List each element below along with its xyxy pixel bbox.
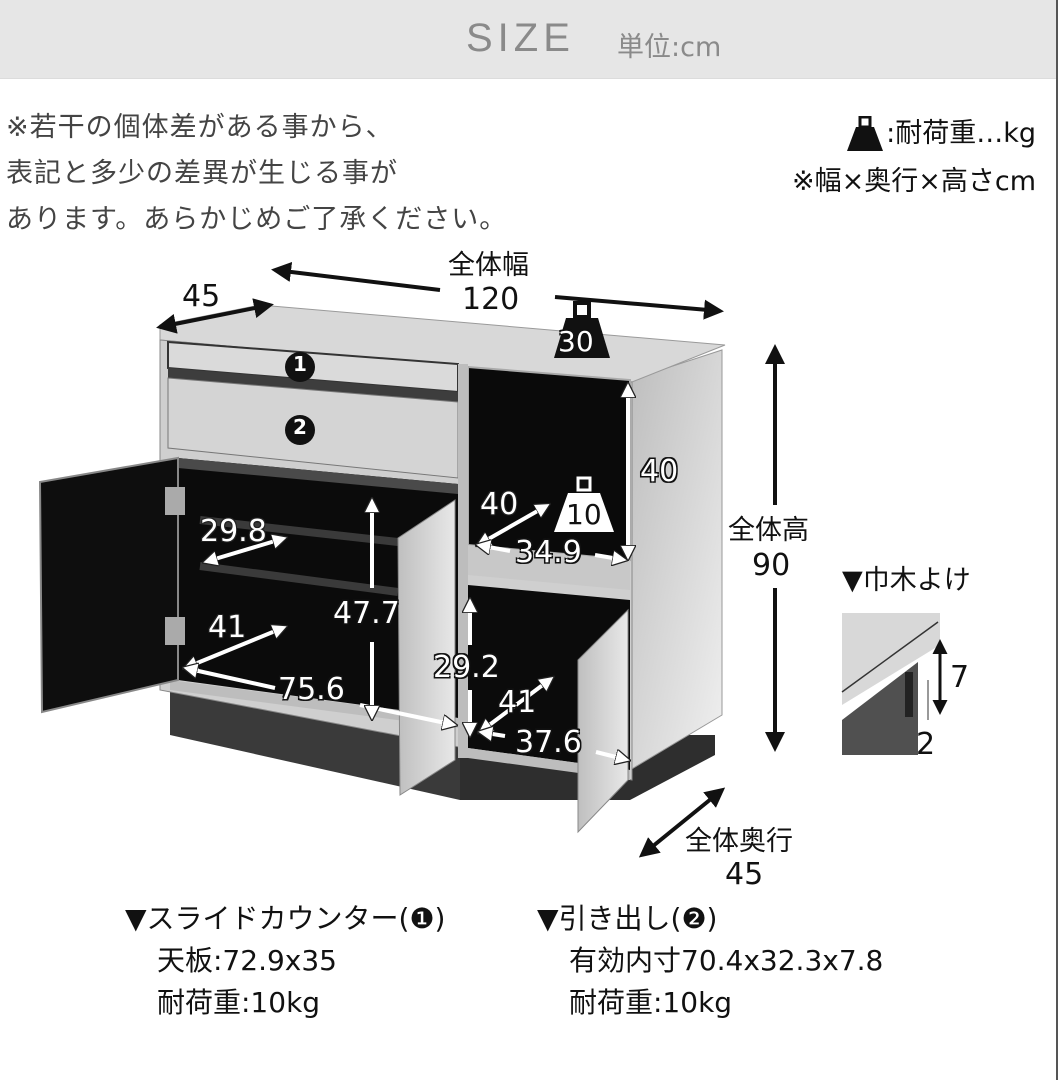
weight-icon xyxy=(847,116,884,151)
baseboard-depth: 2 xyxy=(916,727,936,762)
note-line: 表記と多少の差異が生じる事が xyxy=(6,158,398,189)
open-shelf-load: 10 xyxy=(566,498,602,531)
left-shelf-depth: 29.8 xyxy=(200,514,267,549)
baseboard-height: 7 xyxy=(950,660,970,695)
slide-counter-top-board: 天板:72.9x35 xyxy=(157,944,337,977)
top-load-value: 30 xyxy=(558,325,594,358)
slide-counter-load: 耐荷重:10kg xyxy=(157,986,321,1019)
marker-1-icon xyxy=(285,352,315,382)
note-line: ※若干の個体差がある事から、 xyxy=(6,112,394,143)
baseboard-detail xyxy=(841,613,948,755)
top-load-icon xyxy=(554,301,610,358)
overall-depth-label: 全体奥行 xyxy=(685,826,793,857)
right-cabinet-depth: 41 xyxy=(498,685,537,720)
drawer-inner-size: 有効内寸70.4x32.3x7.8 xyxy=(569,944,884,977)
open-shelf-height: 40 xyxy=(640,454,679,489)
open-shelf-depth: 40 xyxy=(480,487,519,522)
legend-dimension-row: ※幅×奥行×高さcm xyxy=(792,158,1036,206)
slide-counter-specs: ▼スライドカウンター(❶) 天板:72.9x35 耐荷重:10kg xyxy=(125,898,445,1024)
top-depth-value: 45 xyxy=(182,279,221,314)
baseboard-title: ▼巾木よけ xyxy=(842,565,971,596)
legend-load-row: :耐荷重…kg xyxy=(792,110,1036,158)
marker-2-label: 2 xyxy=(293,415,307,439)
cabinet-diagram: 全体幅 120 45 30 全体高 90 全体奥行 45 1 2 29.8 41… xyxy=(0,245,1056,895)
marker-2-icon xyxy=(285,415,315,445)
drawer-title: ▼引き出し(❷) xyxy=(537,902,718,935)
overall-height-label: 全体高 xyxy=(728,515,809,546)
left-inner-width: 75.6 xyxy=(278,672,345,707)
overall-depth-value: 45 xyxy=(725,857,764,892)
legend-dimension-order: ※幅×奥行×高さcm xyxy=(791,166,1036,197)
overall-width-value: 120 xyxy=(462,282,520,317)
unit-label: 単位:cm xyxy=(617,32,722,63)
legend-load-label: :耐荷重…kg xyxy=(886,118,1036,149)
note-line: あります。あらかじめご了承ください。 xyxy=(6,204,508,235)
open-shelf-width: 34.9 xyxy=(515,535,582,570)
left-inner-height: 47.7 xyxy=(333,596,400,631)
left-inner-depth: 41 xyxy=(208,610,247,645)
shelf-load-icon xyxy=(554,476,614,532)
marker-1-label: 1 xyxy=(293,352,307,376)
right-cabinet-width: 37.6 xyxy=(515,725,582,760)
overall-width-label: 全体幅 xyxy=(448,250,529,281)
drawer-load: 耐荷重:10kg xyxy=(569,986,733,1019)
cabinet-illustration xyxy=(38,261,948,858)
side-panel xyxy=(629,349,723,771)
right-border xyxy=(1056,0,1058,1080)
middle-door xyxy=(397,499,456,796)
legend: :耐荷重…kg ※幅×奥行×高さcm xyxy=(792,110,1036,206)
plinth xyxy=(170,690,460,800)
slide-counter-title: ▼スライドカウンター(❶) xyxy=(125,902,446,935)
page-title: SIZE xyxy=(466,16,575,60)
disclaimer-note: ※若干の個体差がある事から、 表記と多少の差異が生じる事が あります。あらかじめ… xyxy=(6,105,507,243)
right-door xyxy=(577,608,629,834)
drawer-specs: ▼引き出し(❷) 有効内寸70.4x32.3x7.8 耐荷重:10kg xyxy=(537,898,883,1024)
header-bar: SIZE 単位:cm xyxy=(0,0,1056,79)
left-door xyxy=(38,456,179,714)
overall-height-value: 90 xyxy=(752,548,791,583)
right-cabinet-height: 29.2 xyxy=(433,650,500,685)
